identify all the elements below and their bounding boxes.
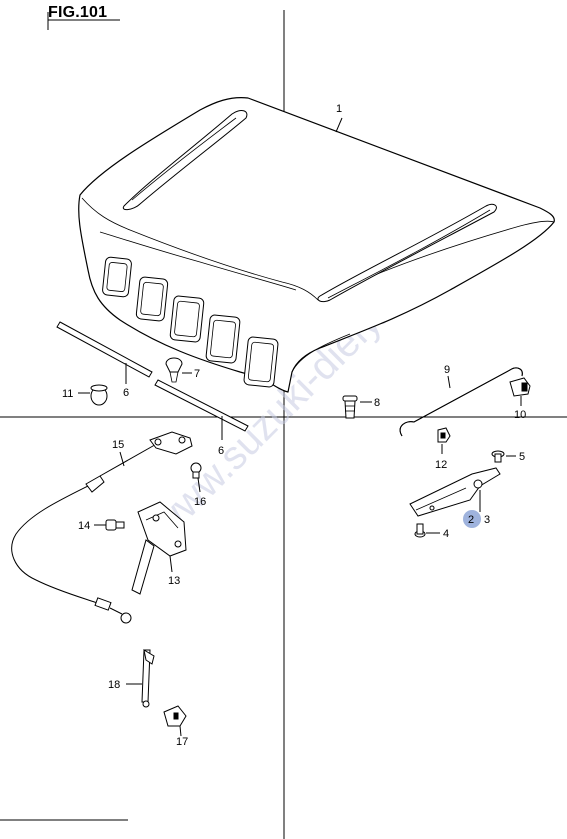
bolt-16 bbox=[190, 462, 202, 493]
callout-12: 12 bbox=[435, 459, 447, 471]
release-lever bbox=[126, 648, 155, 708]
cushion-bumper bbox=[78, 384, 108, 406]
hood-lock bbox=[131, 501, 187, 595]
hood-stopper bbox=[342, 395, 372, 419]
callout-15: 15 bbox=[112, 439, 124, 451]
figure-title: FIG.101 bbox=[48, 4, 108, 21]
callout-13: 13 bbox=[168, 575, 180, 587]
hood-clip bbox=[165, 357, 192, 383]
weatherstrip-right bbox=[154, 379, 249, 440]
bolt-4 bbox=[414, 523, 440, 538]
callout-10: 10 bbox=[514, 409, 526, 421]
callout-11: 11 bbox=[62, 388, 73, 400]
rod-holder bbox=[509, 377, 531, 406]
callout-6a: 6 bbox=[123, 387, 129, 399]
hood-grille-slots bbox=[102, 256, 279, 388]
hood-support-rod bbox=[399, 367, 523, 437]
release-cable bbox=[11, 431, 193, 624]
rod-grommet bbox=[437, 427, 451, 454]
callout-3: 3 bbox=[484, 514, 490, 526]
callout-8: 8 bbox=[374, 397, 380, 409]
callout-4: 4 bbox=[443, 528, 449, 540]
callout-5: 5 bbox=[519, 451, 525, 463]
callout-9: 9 bbox=[444, 364, 450, 376]
callout-16: 16 bbox=[194, 496, 206, 508]
callout-14: 14 bbox=[78, 520, 90, 532]
hood-hinge bbox=[409, 467, 501, 517]
callout-17: 17 bbox=[176, 736, 188, 748]
hood-part bbox=[78, 97, 555, 393]
weatherstrip-left bbox=[56, 321, 153, 384]
callout-18: 18 bbox=[108, 679, 120, 691]
bolt-5 bbox=[491, 450, 516, 463]
highlight-marker bbox=[463, 510, 481, 528]
callout-1: 1 bbox=[336, 103, 342, 115]
callout-2: 2 bbox=[468, 514, 474, 526]
bolt-14 bbox=[94, 519, 125, 531]
callout-6b: 6 bbox=[218, 445, 224, 457]
cable-clamp bbox=[163, 705, 187, 737]
callout-7: 7 bbox=[194, 368, 200, 380]
